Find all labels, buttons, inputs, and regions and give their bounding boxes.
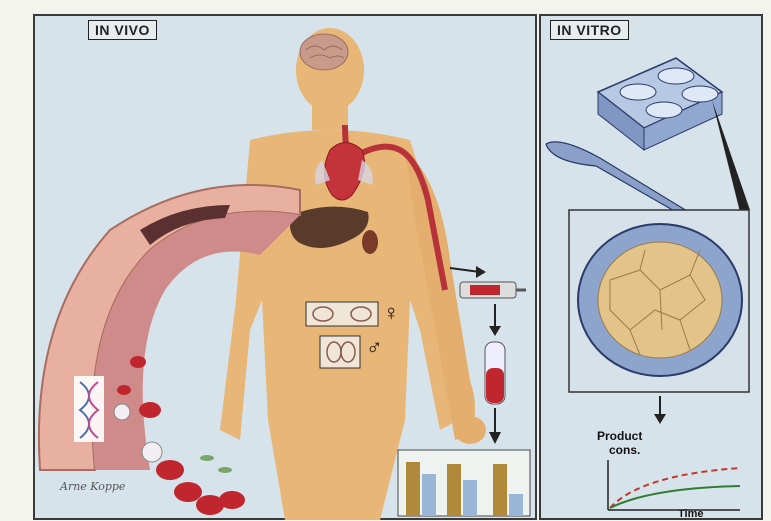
red-blood-cell <box>174 482 202 502</box>
syringe <box>450 266 526 298</box>
chart-xlabel: Time <box>678 508 703 520</box>
product-curve-chart <box>608 460 740 510</box>
dna-icon <box>74 376 104 442</box>
bar <box>463 480 477 516</box>
in-vitro-label: IN VITRO <box>550 20 629 40</box>
red-blood-cell <box>130 356 146 368</box>
red-blood-cell <box>219 491 245 509</box>
zoom-line <box>712 100 750 212</box>
bar <box>493 464 507 516</box>
in-vivo-bar-chart <box>398 450 530 516</box>
brain <box>300 34 348 70</box>
pipette-body <box>546 142 692 220</box>
bar <box>509 494 523 516</box>
in-vivo-label: IN VIVO <box>88 20 157 40</box>
male-symbol: ♂ <box>366 334 383 360</box>
tube-blood <box>486 368 504 403</box>
platelet <box>218 467 232 473</box>
dashed-curve <box>610 468 740 508</box>
chart-ylabel-line2: cons. <box>609 443 640 457</box>
chart-ylabel-line1: Product <box>597 429 642 443</box>
multiwell-plate <box>598 58 722 150</box>
artery-cross-section <box>39 185 300 515</box>
artist-signature: Arne Koppe <box>60 480 125 493</box>
human-body <box>220 28 486 520</box>
white-blood-cell <box>142 442 162 462</box>
ovaries-inset <box>306 302 378 326</box>
red-blood-cell <box>156 460 184 480</box>
petri-dish-inset <box>569 210 749 392</box>
bar <box>422 474 436 516</box>
bar <box>447 464 461 516</box>
female-symbol: ♀ <box>383 300 400 326</box>
white-blood-cell <box>114 404 130 420</box>
bar <box>406 462 420 516</box>
testes-inset <box>320 336 360 368</box>
hand <box>454 416 486 444</box>
arrow-to-syringe <box>450 268 480 272</box>
red-blood-cell <box>139 402 161 418</box>
platelet <box>200 455 214 461</box>
red-blood-cell <box>117 385 131 395</box>
test-tube <box>485 304 505 444</box>
kidney <box>362 230 378 254</box>
solid-curve <box>610 486 740 508</box>
